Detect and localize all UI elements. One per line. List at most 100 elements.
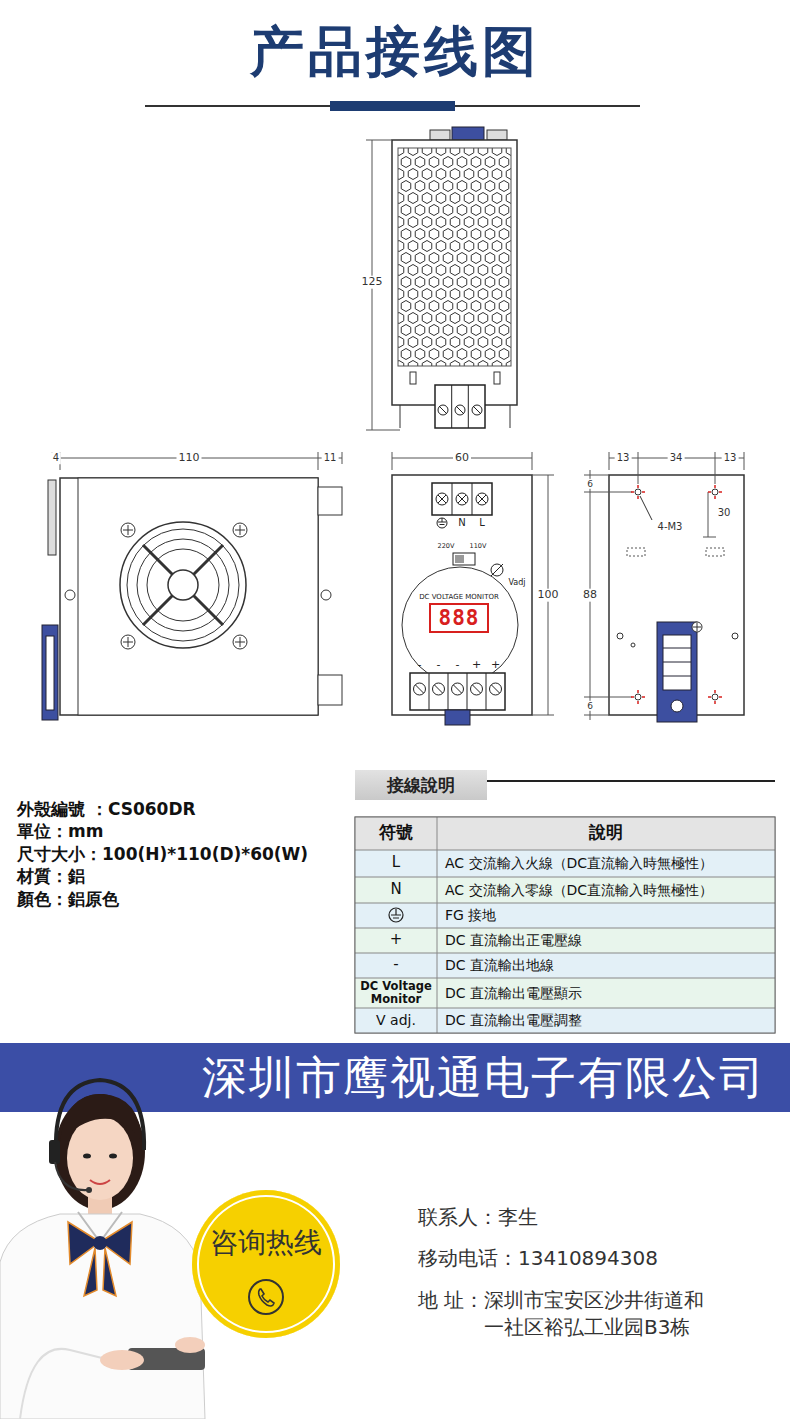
dimension: 11 xyxy=(322,452,339,464)
side-view-part xyxy=(120,522,246,648)
terminal-label: L xyxy=(479,517,485,529)
wiring-table-part xyxy=(355,903,775,928)
rear-view-part xyxy=(708,492,709,537)
front-view-part xyxy=(416,685,500,693)
rear-view-part xyxy=(663,635,691,690)
table-text: AC 交流輸入零線（DC直流輸入時無極性） xyxy=(445,882,713,898)
dimension: 13 xyxy=(722,452,739,464)
mount-hole-part xyxy=(635,694,641,700)
front-view-part xyxy=(410,673,505,710)
terminal-sign: - xyxy=(456,659,460,672)
side-view-part xyxy=(127,529,239,641)
side-view-part xyxy=(52,452,342,470)
title-rule-part xyxy=(330,101,455,111)
side-view xyxy=(42,452,342,720)
front-view-part xyxy=(392,452,532,470)
rear-view-part xyxy=(703,537,716,538)
table-text: DC 直流輸出正電壓線 xyxy=(445,932,582,948)
mount-hole-part xyxy=(631,485,722,704)
operator-figure-part xyxy=(175,1337,205,1353)
display-digits: 888 xyxy=(439,606,480,630)
spec-line: 尺寸大小：100(H)*110(D)*60(W) xyxy=(17,845,308,865)
front-view-part xyxy=(429,673,486,710)
side-view-part xyxy=(143,545,223,625)
operator-figure xyxy=(0,1080,205,1419)
front-view-part xyxy=(392,475,532,715)
side-view-part xyxy=(321,590,331,600)
wiring-table-part xyxy=(355,1008,775,1033)
top-view-part xyxy=(398,148,511,366)
operator-figure-part xyxy=(100,1350,144,1370)
operator-figure-part xyxy=(83,1154,91,1159)
table-symbol: + xyxy=(390,931,403,948)
wiring-table-part xyxy=(355,817,775,1033)
front-view-part xyxy=(438,495,486,503)
top-view-part xyxy=(494,372,500,384)
side-view-part xyxy=(318,675,342,705)
wiring-table-part xyxy=(355,928,775,953)
dimension: 100 xyxy=(536,589,561,602)
top-view xyxy=(366,127,517,430)
rear-view-part xyxy=(627,548,645,556)
operator-figure-part xyxy=(60,1094,142,1142)
front-view-part xyxy=(491,564,503,576)
side-view-part xyxy=(46,636,54,710)
rear-view-part xyxy=(663,648,691,676)
wiring-table xyxy=(355,781,775,1033)
side-view-part xyxy=(60,478,318,715)
table-text: DC 直流輸出地線 xyxy=(445,957,554,973)
operator-figure-part xyxy=(84,1248,97,1296)
node-text: 深圳市鹰视通电子有限公司 xyxy=(202,1048,766,1108)
front-view-part xyxy=(453,553,475,565)
rear-view-part xyxy=(706,548,724,556)
side-view-part xyxy=(137,539,229,631)
top-view-part xyxy=(452,127,484,140)
operator-figure-part xyxy=(20,1349,110,1419)
top-view-part xyxy=(410,372,416,384)
switch-label: 110V xyxy=(470,543,487,550)
operator-figure-part xyxy=(93,1236,107,1250)
front-view-part xyxy=(452,483,453,515)
side-view-part xyxy=(318,487,342,515)
terminal-label: N xyxy=(458,517,465,529)
wiring-table-part xyxy=(391,909,401,918)
top-view-part xyxy=(510,405,511,428)
top-view-part xyxy=(435,385,485,428)
wiring-table-part xyxy=(355,850,775,877)
page-title: 产品接线图 xyxy=(250,21,540,83)
dimension: 60 xyxy=(453,452,471,465)
company-banner: 深圳市鹰视通电子有限公司 xyxy=(0,1043,790,1112)
node-text: 咨询热线 xyxy=(210,1224,322,1262)
top-view-part xyxy=(392,140,517,405)
table-header: 說明 xyxy=(589,823,623,843)
rear-view-part xyxy=(640,496,652,520)
dimension: 88 xyxy=(581,589,599,602)
rear-view-part xyxy=(657,622,697,722)
table-symbol: - xyxy=(393,956,398,973)
wiring-table-part xyxy=(355,817,775,1033)
top-view-part xyxy=(451,385,452,428)
top-view-part xyxy=(366,430,400,431)
operator-figure-part xyxy=(86,1187,92,1193)
terminal-sign: - xyxy=(437,659,441,672)
rear-view-part xyxy=(617,633,623,639)
operator-figure-part xyxy=(103,1248,116,1296)
side-view-part xyxy=(65,590,75,600)
phone-icon xyxy=(247,1278,285,1316)
table-symbol: N xyxy=(390,881,401,898)
section-tab: 接線說明 xyxy=(355,770,487,800)
table-text: DC 直流輸出電壓調整 xyxy=(445,1012,582,1028)
front-view-part xyxy=(430,604,488,632)
front-view-part xyxy=(438,518,446,525)
operator-figure-part xyxy=(109,1154,117,1159)
table-text: DC 直流輸出電壓顯示 xyxy=(445,985,582,1001)
phone-ring xyxy=(249,1280,283,1314)
mount-hole-part xyxy=(712,694,718,700)
front-view-part xyxy=(445,710,470,725)
wiring-table-part xyxy=(389,908,403,922)
rear-view-part xyxy=(609,452,744,484)
dimension: 6 xyxy=(585,479,595,489)
wiring-table-part xyxy=(355,877,775,903)
